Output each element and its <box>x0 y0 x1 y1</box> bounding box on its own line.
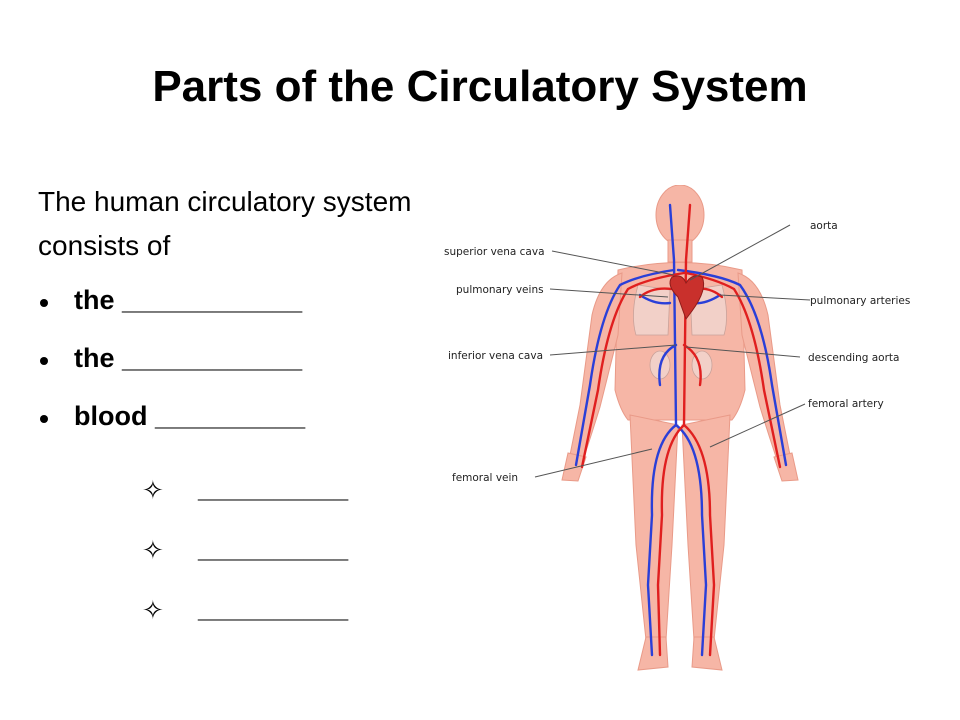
diamond-bullet-icon: ✧ <box>142 535 164 565</box>
bullet-item: the ____________ <box>38 285 418 325</box>
bullet-item: blood __________ <box>38 401 418 441</box>
label-femoral-vein: femoral vein <box>452 472 518 484</box>
head-shape <box>655 185 705 246</box>
right-leg-shape <box>681 414 731 641</box>
label-femoral-artery: femoral artery <box>808 398 884 410</box>
right-leg-artery <box>682 423 716 657</box>
abdominal-vein <box>658 343 678 387</box>
left-leg-artery <box>656 423 686 657</box>
diamond-bullet-icon: ✧ <box>142 595 164 625</box>
left-leg-vein <box>646 423 678 657</box>
sub-bullet-text: __________ <box>198 473 349 503</box>
aorta-pointer <box>689 224 791 281</box>
femoral-artery-pointer <box>709 403 806 448</box>
diamond-bullet-icon: ✧ <box>142 475 164 505</box>
sub-bullet-text: __________ <box>198 533 349 563</box>
descending-aorta-pointer <box>685 346 801 358</box>
left-arm-shape <box>569 272 623 458</box>
heart-icon <box>669 275 705 321</box>
intro-text: The human circulatory system consists of <box>38 186 412 261</box>
bullet-text: the ____________ <box>74 285 303 315</box>
right-arm-vein <box>676 268 788 467</box>
left-hand-shape <box>561 452 587 482</box>
right-leg-vein <box>674 423 708 657</box>
left-leg-shape <box>629 414 679 641</box>
bullet-dot-icon <box>40 299 48 307</box>
bullet-text: the ____________ <box>74 343 303 373</box>
right-arm-shape <box>737 272 791 458</box>
pulmonary-vein-left <box>638 293 672 305</box>
pulmonary-arteries-pointer <box>719 294 811 301</box>
bullet-dot-icon <box>40 357 48 365</box>
right-foot-shape <box>691 636 723 671</box>
label-superior-vena-cava: superior vena cava <box>444 246 545 258</box>
label-aorta: aorta <box>810 220 838 232</box>
sub-bullet-item: ✧ __________ <box>142 593 422 633</box>
bullet-text: blood __________ <box>74 401 306 431</box>
sub-bullet-item: ✧ __________ <box>142 533 422 573</box>
veins <box>574 203 788 657</box>
superior-vena-cava-pointer <box>551 250 675 276</box>
left-lung-shape <box>633 284 671 336</box>
sub-bullet-item: ✧ __________ <box>142 473 422 513</box>
label-pulmonary-veins: pulmonary veins <box>456 284 544 296</box>
right-arm-artery <box>684 271 782 469</box>
left-arm-artery <box>580 271 686 469</box>
right-hand-shape <box>773 452 799 482</box>
slide-title: Parts of the Circulatory System <box>152 62 808 111</box>
circulatory-system-diagram: aorta superior vena cava pulmonary veins… <box>444 185 910 671</box>
bullet-item: the ____________ <box>38 343 418 383</box>
label-pulmonary-arteries: pulmonary arteries <box>810 295 910 307</box>
femoral-vein-pointer <box>534 448 653 478</box>
label-descending-aorta: descending aorta <box>808 352 899 364</box>
pulmonary-veins-pointer <box>549 288 669 298</box>
label-inferior-vena-cava: inferior vena cava <box>448 350 543 362</box>
inferior-vena-cava-pointer <box>549 344 677 356</box>
aorta-vessel <box>682 203 692 427</box>
sub-bullet-text: __________ <box>198 593 349 623</box>
bullet-dot-icon <box>40 415 48 423</box>
left-arm-vein <box>574 268 676 467</box>
label-pointers <box>534 224 811 478</box>
vena-cava-vessel <box>668 203 678 427</box>
